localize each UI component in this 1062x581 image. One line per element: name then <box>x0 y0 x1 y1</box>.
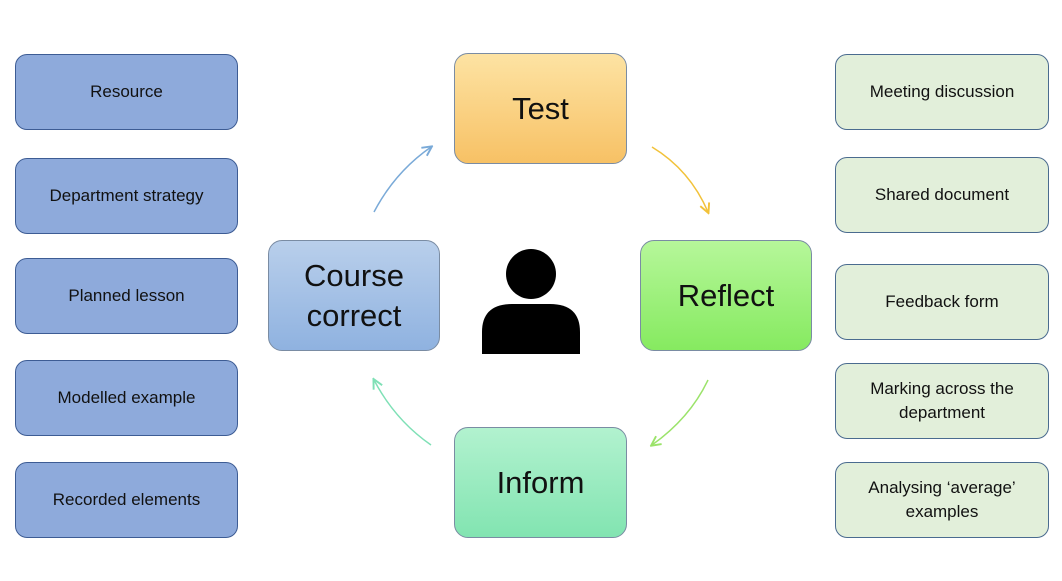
left-item-resource: Resource <box>15 54 238 130</box>
person-icon <box>482 249 580 354</box>
arrow-course-correct-to-test <box>373 147 431 213</box>
arrow-inform-to-course-correct <box>374 380 432 446</box>
right-item-analysing-average-examples: Analysing ‘average’ examples <box>835 462 1049 538</box>
right-item-shared-document: Shared document <box>835 157 1049 233</box>
right-item-feedback-form: Feedback form <box>835 264 1049 340</box>
left-item-department-strategy: Department strategy <box>15 158 238 234</box>
left-item-recorded-elements: Recorded elements <box>15 462 238 538</box>
right-item-marking-across-department: Marking across the department <box>835 363 1049 439</box>
cycle-step-reflect: Reflect <box>640 240 812 351</box>
left-item-modelled-example: Modelled example <box>15 360 238 436</box>
right-item-meeting-discussion: Meeting discussion <box>835 54 1049 130</box>
arrow-test-to-reflect <box>651 146 708 212</box>
cycle-step-inform: Inform <box>454 427 627 538</box>
arrow-reflect-to-inform <box>652 379 709 445</box>
left-item-planned-lesson: Planned lesson <box>15 258 238 334</box>
cycle-step-test: Test <box>454 53 627 164</box>
